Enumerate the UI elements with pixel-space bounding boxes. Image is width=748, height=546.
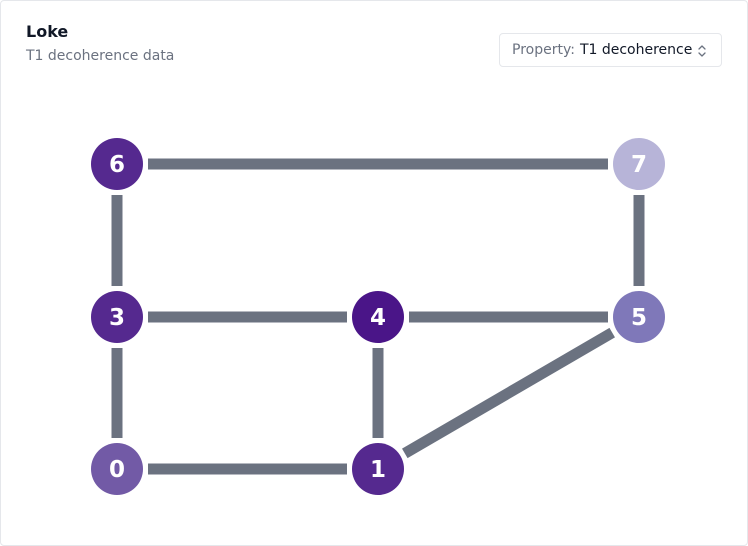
- qubit-node-label: 3: [109, 305, 125, 331]
- edges-layer: [111, 158, 645, 475]
- qubit-node-label: 6: [109, 152, 125, 178]
- property-select[interactable]: Property: T1 decoherence: [499, 33, 722, 67]
- property-select-value: T1 decoherence: [579, 42, 693, 58]
- qubit-node-circle: [91, 138, 143, 190]
- edge-1-5: [402, 327, 615, 459]
- page-title: Loke: [26, 22, 69, 41]
- qubit-node-label: 4: [370, 305, 386, 331]
- qubit-node-0[interactable]: 0: [91, 443, 143, 495]
- qubit-node-circle: [91, 443, 143, 495]
- qubit-node-label: 0: [109, 457, 125, 483]
- qubit-node-label: 1: [370, 457, 386, 483]
- qubit-node-circle: [352, 443, 404, 495]
- qubit-node-label: 7: [631, 152, 647, 178]
- qubit-node-circle: [613, 138, 665, 190]
- qubit-node-6[interactable]: 6: [91, 138, 143, 190]
- qubit-node-1[interactable]: 1: [352, 443, 404, 495]
- nodes-layer: 6 7 3 4 5 0 1: [91, 138, 665, 495]
- property-select-prefix: Property:: [512, 42, 575, 58]
- qubit-node-5[interactable]: 5: [613, 291, 665, 343]
- qubit-node-circle: [91, 291, 143, 343]
- qubit-node-label: 5: [631, 305, 647, 331]
- qubit-node-4[interactable]: 4: [352, 291, 404, 343]
- qubit-node-circle: [613, 291, 665, 343]
- chevron-up-down-icon: [698, 45, 706, 57]
- qubit-node-circle: [352, 291, 404, 343]
- qubit-node-3[interactable]: 3: [91, 291, 143, 343]
- page-subtitle: T1 decoherence data: [26, 48, 175, 64]
- qubit-node-7[interactable]: 7: [613, 138, 665, 190]
